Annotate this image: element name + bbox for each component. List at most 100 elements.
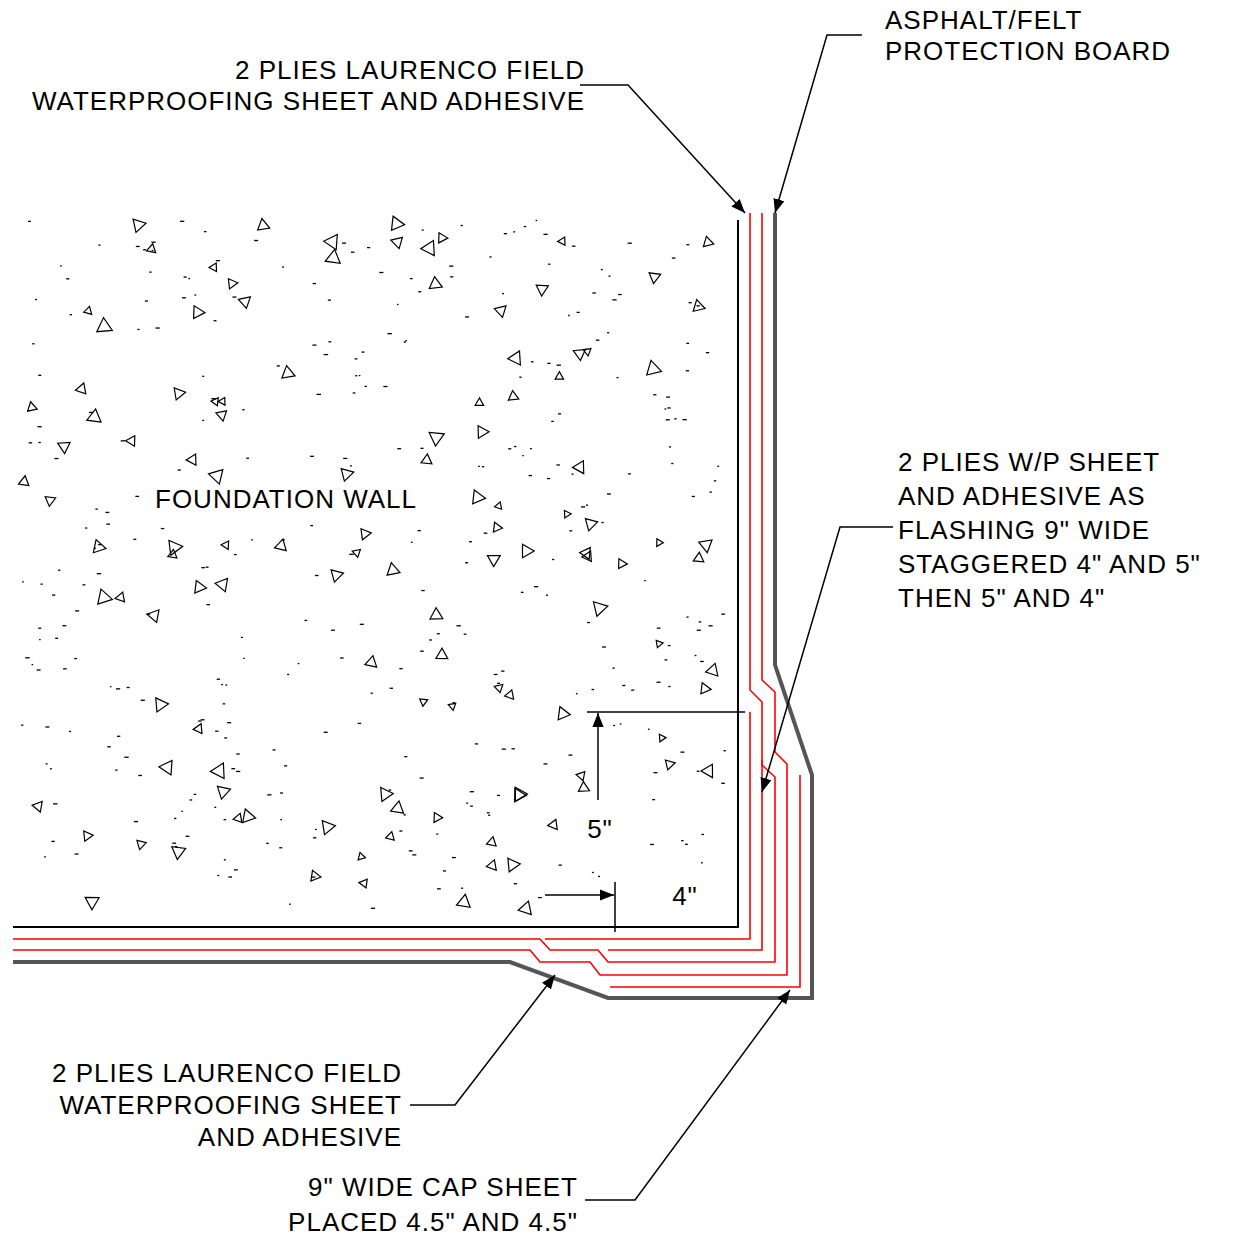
aggregate-speck [277, 365, 280, 366]
aggregate-speck [465, 316, 469, 317]
aggregate-speck [221, 684, 223, 685]
aggregate-speck [234, 554, 237, 555]
aggregate-speck [620, 723, 622, 724]
aggregate-speck [531, 361, 534, 362]
aggregate-triangle [619, 559, 628, 569]
aggregate-triangle [478, 426, 489, 439]
aggregate-speck [536, 220, 538, 221]
aggregate-speck [681, 840, 683, 841]
aggregate-speck [289, 904, 291, 905]
aggregate-speck [403, 814, 405, 815]
aggregate-speck [461, 888, 463, 889]
aggregate-triangle [515, 787, 527, 801]
aggregate-speck [211, 398, 215, 399]
aggregate-speck [511, 748, 514, 749]
aggregate-speck [85, 527, 87, 528]
aggregate-triangle [558, 707, 570, 720]
part-name: FOUNDATION WALL [155, 484, 455, 515]
aggregate-triangle [564, 510, 571, 518]
aggregate-speck [466, 803, 468, 804]
aggregate-triangle [137, 840, 146, 849]
aggregate-speck [215, 731, 218, 732]
aggregate-speck [602, 646, 606, 647]
aggregate-speck [674, 418, 676, 419]
aggregate-speck [50, 768, 52, 769]
aggregate-speck [254, 240, 258, 241]
aggregate-speck [343, 458, 347, 459]
aggregate-speck [29, 442, 33, 443]
aggregate-speck [501, 670, 504, 671]
aggregate-speck [313, 283, 316, 284]
aggregate-speck [312, 344, 316, 345]
leader-line [585, 990, 790, 1200]
aggregate-triangle [218, 398, 225, 406]
aggregate-speck [592, 689, 594, 690]
aggregate-triangle [84, 831, 93, 841]
aggregate-triangle [365, 656, 377, 667]
aggregate-speck [547, 363, 550, 364]
aggregate-speck [695, 655, 697, 656]
leader-line [580, 85, 745, 213]
aggregate-triangle [331, 570, 343, 582]
aggregate-speck [470, 791, 474, 792]
aggregate-speck [607, 493, 611, 494]
field-ply [13, 213, 787, 975]
aggregate-triangle [486, 860, 496, 871]
aggregate-triangle [495, 502, 502, 509]
aggregate-speck [147, 614, 151, 615]
aggregate-triangle [585, 519, 597, 531]
aggregate-speck [74, 658, 77, 659]
aggregate-speck [315, 829, 317, 830]
callout-note: 2 PLIES W/P SHEET AND ADHESIVE AS FLASHI… [898, 445, 1218, 615]
aggregate-speck [54, 458, 58, 459]
aggregate-triangle [515, 788, 527, 801]
aggregate-triangle [392, 216, 405, 230]
aggregate-speck [628, 473, 631, 474]
aggregate-speck [399, 668, 402, 669]
aggregate-speck [404, 756, 407, 757]
aggregate-speck [324, 354, 328, 355]
aggregate-speck [721, 783, 725, 784]
aggregate-speck [44, 856, 46, 857]
aggregate-speck [452, 702, 455, 703]
aggregate-speck [696, 305, 699, 306]
aggregate-speck [217, 875, 219, 876]
aggregate-speck [331, 630, 335, 631]
aggregate-triangle [156, 698, 169, 712]
aggregate-speck [204, 231, 206, 232]
aggregate-speck [701, 834, 704, 835]
leader-line [762, 527, 893, 792]
aggregate-speck [174, 818, 176, 819]
aggregate-triangle [576, 772, 585, 781]
aggregate-speck [266, 843, 269, 844]
aggregate-speck [227, 722, 231, 723]
aggregate-speck [371, 908, 375, 909]
aggregate-speck [596, 340, 600, 341]
aggregate-speck [328, 341, 331, 342]
aggregate-triangle [434, 813, 443, 823]
aggregate-speck [686, 343, 689, 344]
aggregate-speck [105, 512, 109, 513]
aggregate-triangle [215, 579, 228, 592]
aggregate-triangle [473, 490, 486, 504]
aggregate-speck [282, 539, 285, 540]
aggregate-speck [251, 539, 253, 540]
aggregate-triangle [386, 832, 395, 841]
aggregate-speck [313, 837, 316, 838]
aggregate-triangle [126, 436, 135, 446]
callout-note: 2 PLIES LAURENCO FIELD WATERPROOFING SHE… [10, 55, 585, 117]
aggregate-speck [612, 667, 614, 668]
aggregate-speck [224, 859, 226, 860]
aggregate-speck [572, 473, 574, 474]
callout-note: ASPHALT/FELT PROTECTION BOARD [885, 5, 1185, 67]
aggregate-speck [138, 775, 142, 776]
aggregate-speck [22, 581, 24, 582]
aggregate-triangle [693, 552, 704, 562]
aggregate-speck [497, 795, 500, 796]
flashing-ply [608, 760, 762, 950]
aggregate-speck [592, 872, 594, 873]
aggregate-triangle [211, 398, 218, 406]
aggregate-speck [110, 686, 112, 687]
aggregate-speck [201, 719, 205, 720]
aggregate-speck [559, 864, 562, 865]
